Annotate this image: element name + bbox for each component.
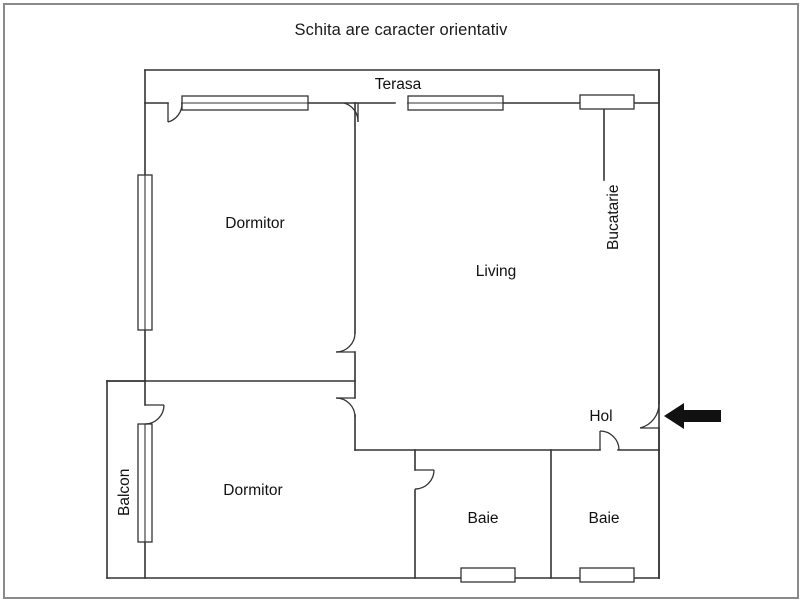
door-entrance-arc — [639, 402, 660, 429]
door-terasa-to-living-arc — [343, 102, 359, 123]
room-label-bucatarie: Bucatarie — [605, 184, 622, 250]
door-balcon-arc — [144, 404, 165, 425]
image-border — [3, 3, 799, 599]
entrance-arrow — [664, 403, 721, 429]
door-baie-2-arc — [599, 430, 620, 451]
room-label-dormitor-2: Dormitor — [223, 482, 283, 499]
room-label-living: Living — [475, 263, 517, 280]
door-living-to-hallway-arc — [335, 397, 356, 418]
door-dormitor-2-arc — [414, 469, 435, 490]
window-baie-2-south — [579, 567, 635, 583]
room-label-baie-1: Baie — [467, 510, 499, 527]
room-label-dormitor-1: Dormitor — [225, 215, 285, 232]
page-title: Schita are caracter orientativ — [294, 21, 508, 39]
window-bucatarie-top — [579, 94, 635, 110]
room-label-balcon: Balcon — [116, 468, 133, 516]
window-baie-1-south — [460, 567, 516, 583]
room-label-hol: Hol — [589, 408, 613, 425]
room-label-terasa: Terasa — [374, 76, 422, 93]
door-terasa-to-dormitor-1-arc — [167, 102, 183, 123]
door-living-to-dormitor-1-arc — [335, 332, 356, 353]
room-label-baie-2: Baie — [588, 510, 620, 527]
